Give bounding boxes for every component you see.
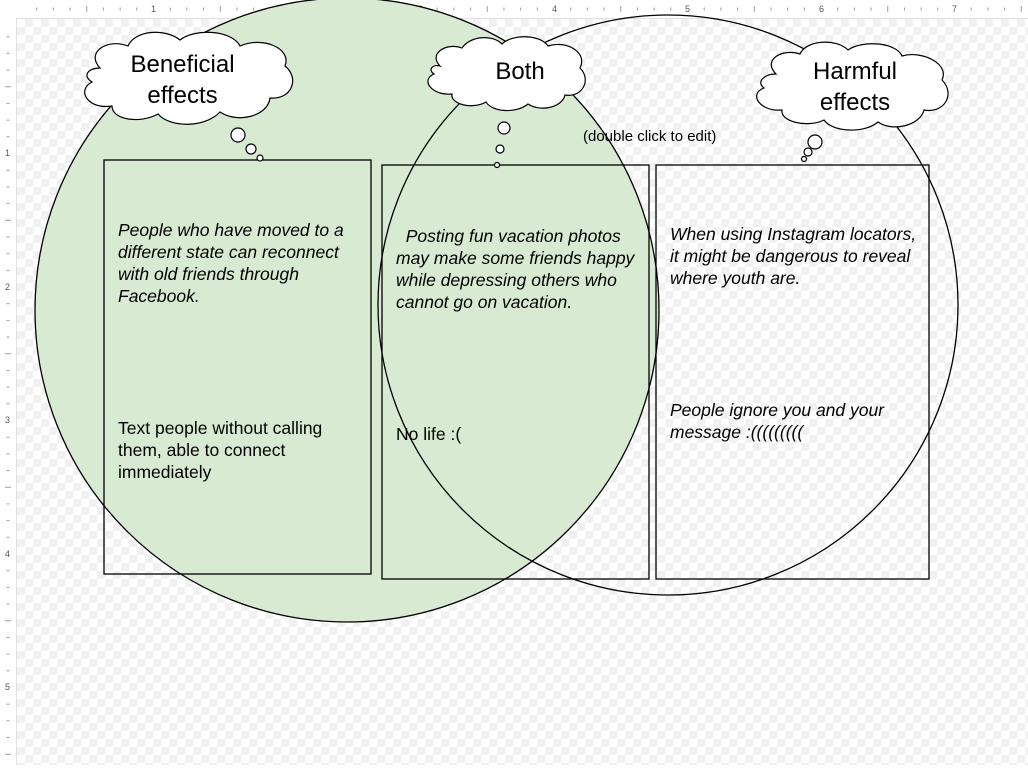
beneficial-text-p2: Text people without calling them, able t…	[118, 418, 328, 482]
beneficial-text[interactable]: People who have moved to a different sta…	[118, 175, 368, 505]
both-text-p2: No life :(	[396, 424, 462, 444]
beneficial-text-p1: People who have moved to a different sta…	[118, 220, 349, 306]
ruler-label-5: 5	[685, 4, 691, 14]
ruler-label-7: 7	[952, 4, 958, 14]
beneficial-cloud[interactable]	[84, 31, 294, 162]
both-cloud[interactable]	[427, 36, 586, 169]
vertical-ruler-ticks	[5, 36, 11, 755]
harmful-text[interactable]: When using Instagram locators, it might …	[670, 179, 920, 465]
beneficial-circle-outline	[34, 0, 660, 623]
vruler-label-2: 2	[5, 282, 11, 292]
both-text-p1: Posting fun vacation photos may make som…	[396, 226, 640, 312]
harmful-box[interactable]	[655, 164, 930, 580]
both-cloud-label: Both	[495, 58, 545, 85]
beneficial-cloud-label: Beneficial effects	[130, 51, 235, 109]
harmful-text-gap	[670, 333, 920, 355]
vruler-label-3: 3	[5, 415, 11, 425]
both-text[interactable]: Posting fun vacation photos may make som…	[396, 181, 644, 467]
harmful-cloud-label: Harmful effects	[812, 58, 897, 116]
beneficial-text-gap	[118, 351, 368, 373]
beneficial-box[interactable]	[103, 159, 372, 575]
harmful-text-p2: People ignore you and your message :((((…	[670, 400, 889, 442]
edit-hint: (double click to edit)	[583, 128, 717, 145]
harmful-text-p1: When using Instagram locators, it might …	[670, 224, 921, 288]
beneficial-circle[interactable]	[35, 0, 659, 622]
both-text-gap	[396, 357, 644, 379]
harmful-cloud[interactable]	[756, 41, 949, 163]
vruler-label-1: 1	[5, 148, 11, 158]
vruler-label-5: 5	[5, 682, 11, 692]
vruler-label-4: 4	[5, 549, 11, 559]
both-box[interactable]	[381, 164, 650, 580]
harmful-circle[interactable]	[377, 14, 959, 596]
vertical-ruler: 1 2 3 4 5	[0, 18, 17, 765]
ruler-label-4: 4	[552, 4, 558, 14]
ruler-label-1: 1	[151, 4, 157, 14]
ruler-label-6: 6	[819, 4, 825, 14]
